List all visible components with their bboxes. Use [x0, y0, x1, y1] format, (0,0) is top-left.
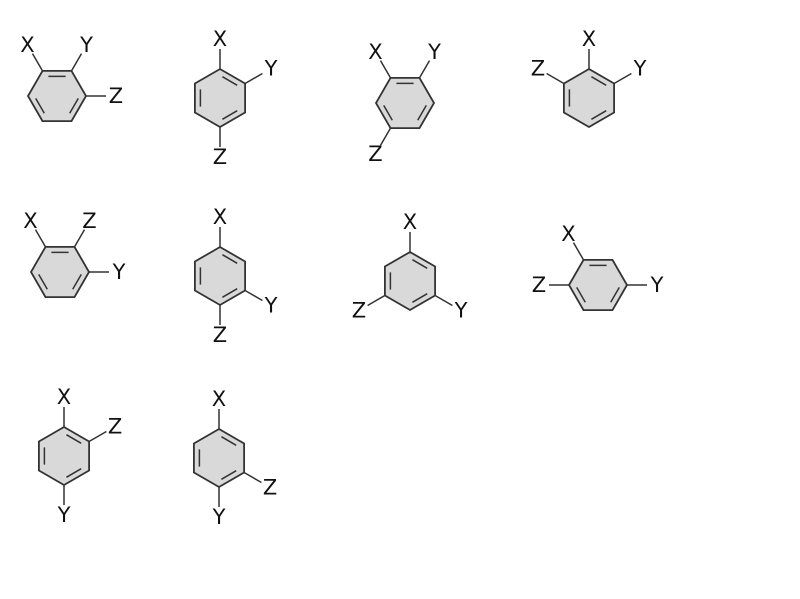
double-bond — [591, 76, 607, 86]
substituent-label-y: Y — [454, 299, 468, 323]
double-bond — [66, 468, 82, 478]
benzene-ring — [383, 250, 437, 312]
double-bond — [383, 105, 393, 121]
molecule-isomer-9: X Z Y — [38, 385, 122, 527]
substituent-label-z: Z — [263, 476, 277, 500]
molecule-isomer-1: X Y Z — [20, 33, 123, 122]
double-bond — [38, 274, 48, 290]
molecule-isomer-10: X Z Y — [192, 387, 277, 529]
substituent-label-z: Z — [109, 84, 123, 108]
double-bond — [222, 110, 238, 120]
substituent-label-y: Y — [264, 57, 278, 81]
substituent-label-y: Y — [212, 505, 226, 529]
substituent-bond — [434, 294, 453, 307]
substituent-bond — [73, 229, 86, 248]
benzene-ring — [567, 258, 629, 312]
substituent-label-z: Z — [531, 57, 545, 81]
benzene-ring — [192, 427, 246, 489]
substituent-bond — [34, 229, 47, 248]
substituent-label-y: Y — [427, 40, 441, 64]
substituent-label-z: Z — [368, 142, 382, 166]
substituent-label-x: X — [582, 27, 596, 51]
double-bond — [417, 105, 427, 121]
benzene-ring — [193, 245, 247, 307]
substituent-bond — [244, 289, 263, 302]
substituent-bond — [546, 72, 565, 85]
substituent-bond — [367, 294, 386, 307]
benzene-ring — [26, 70, 88, 122]
double-bond — [69, 98, 79, 114]
double-bond — [221, 436, 237, 446]
double-bond — [591, 110, 607, 120]
molecule-isomer-7: X Y Z — [352, 210, 468, 323]
substituent-bond — [243, 471, 262, 484]
substituent-label-y: Y — [264, 294, 278, 318]
substituent-bond — [88, 430, 107, 443]
double-bond — [576, 287, 586, 303]
substituent-label-x: X — [23, 209, 37, 233]
substituent-label-x: X — [213, 27, 227, 51]
substituent-label-y: Y — [633, 57, 647, 81]
substituent-label-x: X — [561, 222, 575, 246]
substituent-label-y: Y — [650, 273, 664, 297]
double-bond — [66, 434, 82, 444]
substituent-label-z: Z — [532, 273, 546, 297]
molecule-isomer-6: X Y Z — [193, 205, 278, 347]
molecule-isomer-3: X Y Z — [368, 40, 441, 166]
molecule-isomer-2: X Y Z — [193, 27, 278, 169]
substituent-label-y: Y — [57, 503, 71, 527]
substituent-label-x: X — [57, 385, 71, 409]
benzene-ring — [374, 77, 436, 130]
double-bond — [222, 76, 238, 86]
substituent-label-x: X — [20, 33, 34, 57]
double-bond — [221, 470, 237, 480]
benzene-ring — [29, 245, 91, 299]
substituent-label-z: Z — [82, 209, 96, 233]
substituent-bond — [70, 53, 83, 72]
molecule-isomer-8: X Y Z — [532, 222, 664, 312]
substituent-label-z: Z — [352, 299, 366, 323]
molecule-isomer-4: X Y Z — [531, 27, 647, 129]
substituent-bond — [572, 242, 585, 261]
substituent-bond — [244, 72, 263, 85]
substituent-label-x: X — [403, 210, 417, 234]
benzene-ring — [193, 67, 247, 129]
double-bond — [222, 288, 238, 298]
substituent-label-x: X — [368, 40, 382, 64]
double-bond — [412, 293, 428, 303]
substituent-bond — [613, 72, 632, 85]
double-bond — [35, 98, 45, 114]
substituent-label-z: Z — [213, 145, 227, 169]
substituent-bond — [379, 127, 392, 146]
substituent-label-z: Z — [213, 323, 227, 347]
molecule-isomer-5: X Z Y — [23, 209, 126, 299]
substituent-label-y: Y — [112, 260, 126, 284]
substituent-label-z: Z — [108, 415, 122, 439]
substituent-label-x: X — [212, 387, 226, 411]
substituent-label-y: Y — [79, 33, 93, 57]
benzene-ring — [38, 425, 90, 487]
double-bond — [412, 259, 428, 269]
substituent-label-x: X — [213, 205, 227, 229]
substituent-bond — [31, 53, 44, 72]
double-bond — [72, 274, 82, 290]
double-bond — [610, 287, 620, 303]
substituent-bond — [379, 60, 392, 79]
substituent-bond — [418, 60, 431, 79]
double-bond — [222, 254, 238, 264]
benzene-ring — [563, 67, 615, 129]
